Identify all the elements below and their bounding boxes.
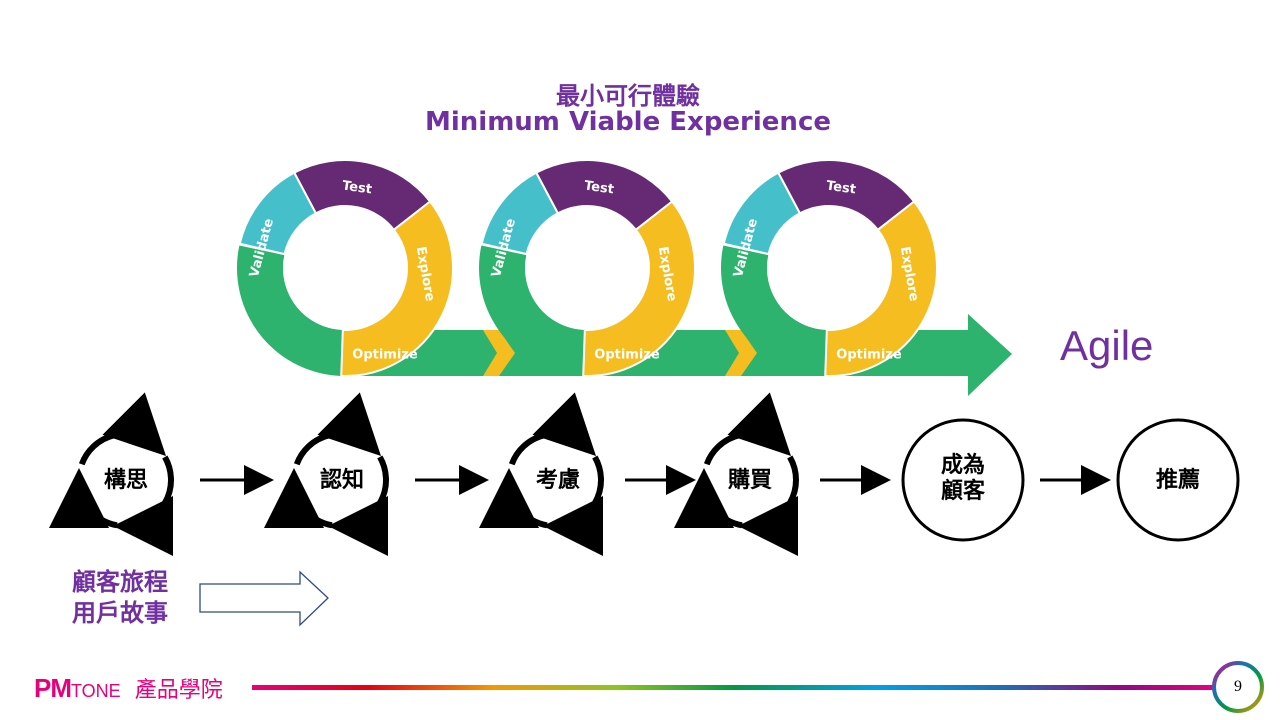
stage-label-become-customer: 成為 顧客 [903, 453, 1023, 505]
footer-rainbow-line [252, 685, 1214, 690]
stage-label-line: 成為 [940, 453, 985, 478]
page-number: 9 [1234, 678, 1242, 695]
stage-label-awareness: 認知 [319, 468, 364, 493]
test-label: Test [583, 178, 615, 197]
cycle-arrows-icon [479, 392, 604, 556]
test-label: Test [825, 178, 857, 197]
optimize-label: Optimize [594, 348, 660, 363]
test-label: Test [341, 178, 373, 197]
logo-tone: TONE [71, 681, 121, 701]
brand-logo: PMTONE 產品學院 [34, 672, 223, 704]
logo-pm: PM [34, 673, 72, 703]
stage-circle [1116, 418, 1240, 542]
loop-hole [525, 206, 649, 330]
cycle-arrows-icon [264, 392, 389, 556]
optimize-segment [721, 245, 829, 376]
optimize-segment [478, 245, 587, 376]
connector-chevron [483, 330, 515, 376]
title-english: Minimum Viable Experience [425, 107, 831, 137]
loop-hole [283, 206, 407, 330]
optimize-label: Optimize [352, 348, 418, 363]
journey-line: 顧客旅程 [72, 568, 168, 596]
title-chinese: 最小可行體驗 [556, 82, 700, 110]
optimize-label: Optimize [836, 348, 902, 363]
cycle-arrows-icon [674, 392, 799, 556]
optimize-segment [237, 245, 345, 376]
connector-chevron [725, 330, 757, 376]
stage-label-line: 顧客 [940, 479, 985, 504]
agile-label: Agile [1060, 322, 1154, 369]
stage-label-ideation: 構思 [103, 468, 148, 493]
stage-label-recommend: 推薦 [1155, 468, 1200, 493]
journey-label: 顧客旅程 用戶故事 [72, 567, 168, 629]
journey-line: 用戶故事 [72, 599, 168, 627]
logo-chinese: 產品學院 [134, 677, 223, 702]
stage-label-consideration: 考慮 [535, 468, 580, 493]
loop-hole [767, 206, 891, 330]
cycle-arrows-icon [49, 392, 174, 556]
stage-label-purchase: 購買 [727, 468, 772, 493]
page-number-ring [1212, 661, 1264, 713]
stage-circle [901, 418, 1025, 542]
hollow-right-arrow [199, 570, 329, 627]
